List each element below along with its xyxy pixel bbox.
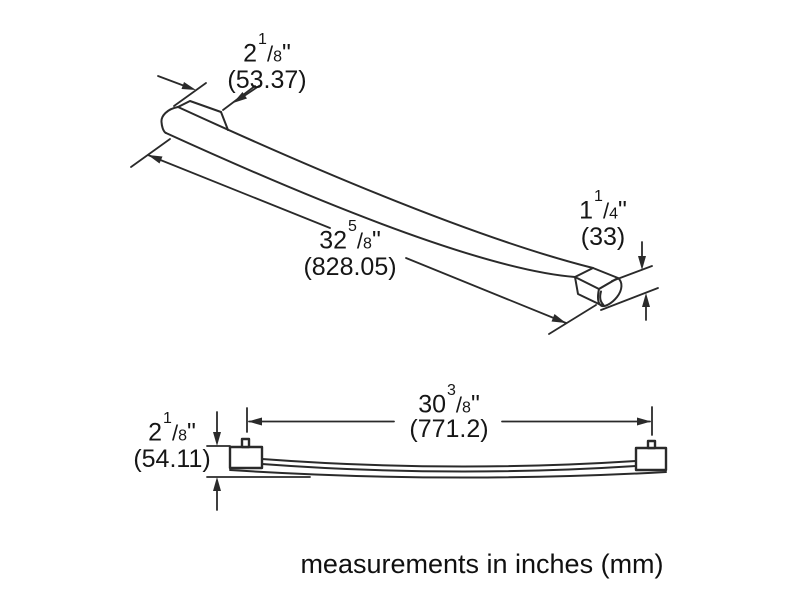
mount-height-label: 21/8" (54.11) xyxy=(92,410,252,473)
mount-spacing-inches: 303/8" xyxy=(418,382,480,419)
arrowhead-spacing-right xyxy=(637,417,651,426)
arrowhead-height-up xyxy=(213,477,221,491)
arrowhead-length-left xyxy=(148,155,163,164)
side-bar-bottom-edge xyxy=(229,469,667,479)
overall-length-inches: 325/8" xyxy=(319,218,381,255)
iso-bar-top-edge xyxy=(177,106,594,269)
thickness-extension-top xyxy=(611,265,653,282)
endcap-width-inches: 21/8" xyxy=(243,31,291,68)
length-extension-left xyxy=(130,138,171,168)
iso-end-face-fillet xyxy=(599,290,605,306)
bar-thickness-mm: (33) xyxy=(580,222,626,251)
side-arrowheads xyxy=(213,417,651,491)
side-right-mount-block xyxy=(634,446,668,472)
iso-view xyxy=(160,100,623,307)
iso-bar-bottom-edge xyxy=(165,132,576,278)
side-view xyxy=(228,437,668,479)
iso-right-post-front-face xyxy=(574,276,603,307)
endcap-width-mm: (53.37) xyxy=(227,65,307,94)
side-dimension-lines xyxy=(206,406,653,511)
iso-bar-end-face xyxy=(597,277,623,307)
overall-length-mm: (828.05) xyxy=(303,252,397,281)
length-dimension-line-a xyxy=(147,154,331,229)
mount-spacing-label: 303/8" (771.2) xyxy=(369,382,529,444)
endcap-extension-left xyxy=(173,82,207,107)
iso-arrowheads xyxy=(148,82,650,323)
length-extension-right xyxy=(548,304,597,335)
mount-height-inches: 21/8" xyxy=(148,410,196,447)
arrowhead-spacing-left xyxy=(248,417,262,426)
side-right-mount-stub xyxy=(646,439,657,450)
iso-left-post-edge xyxy=(220,111,229,131)
arrowhead-thickness-down xyxy=(638,256,646,270)
side-bar-top-edge xyxy=(261,458,637,468)
iso-left-post-top-face xyxy=(177,100,222,113)
arrowhead-height-down xyxy=(213,432,221,446)
arrowhead-endcap-right xyxy=(233,92,247,103)
mount-spacing-mm: (771.2) xyxy=(409,415,489,444)
length-dimension-line-b xyxy=(405,257,567,324)
side-bar-inner-edge xyxy=(261,463,637,473)
bar-thickness-label: 11/4" (33) xyxy=(523,188,683,251)
side-left-mount-stub xyxy=(240,437,251,449)
arrowhead-thickness-up xyxy=(642,293,650,307)
iso-bar-left-cap xyxy=(160,106,179,134)
thickness-extension-bottom xyxy=(600,287,659,311)
units-caption: measurements in inches (mm) xyxy=(300,549,664,579)
overall-length-label: 325/8" (828.05) xyxy=(260,218,440,281)
arrowhead-length-right xyxy=(551,314,566,323)
bar-thickness-inches: 11/4" xyxy=(579,188,627,225)
endcap-width-label: 21/8" (53.37) xyxy=(187,31,347,94)
mount-height-mm: (54.11) xyxy=(133,444,211,473)
arrowhead-endcap-left xyxy=(181,82,196,90)
